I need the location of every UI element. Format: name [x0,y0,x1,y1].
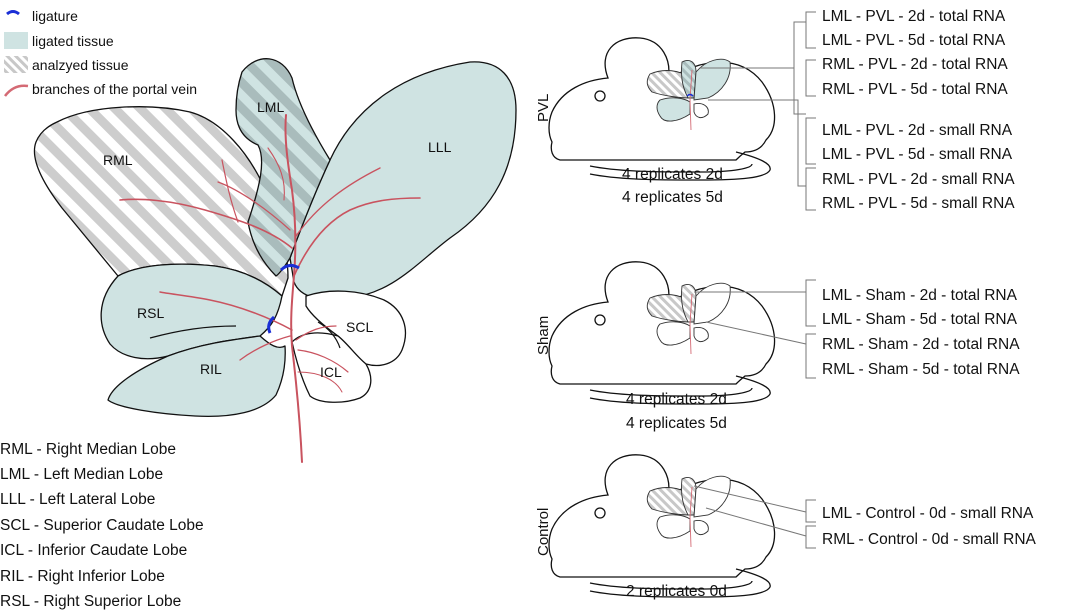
legend: ligature ligated tissue analzyed tissue … [4,8,197,97]
sample-item: RML - PVL - 5d - small RNA [822,195,1015,212]
abbreviation-item: SCL - Superior Caudate Lobe [0,517,204,534]
legend-label: branches of the portal vein [32,81,197,97]
group-label-pvl: PVL [535,94,552,122]
lobe-icl [291,332,372,403]
legend-label: ligature [32,8,78,24]
lobe-label-rsl: RSL [137,305,164,321]
control-samples: LML - Control - 0d - small RNA RML - Con… [822,505,1037,548]
ligature-mark [267,315,276,334]
abbreviation-item: ICL - Inferior Caudate Lobe [0,542,187,559]
legend-item-portal-vein: branches of the portal vein [4,81,197,97]
sample-item: LML - Sham - 2d - total RNA [822,287,1018,304]
sample-item: RML - PVL - 2d - total RNA [822,56,1008,73]
pvl-sample-tree [700,11,816,211]
sample-item: LML - PVL - 2d - total RNA [822,8,1006,25]
lobe-label-ril: RIL [200,361,222,377]
lobe-scl [305,290,406,367]
abbreviation-item: RIL - Right Inferior Lobe [0,568,165,585]
lobe-label-rml: RML [103,152,133,168]
ligature-mark [279,263,300,272]
control-sample-tree [693,485,816,549]
mouse-body [548,37,776,161]
legend-item-ligated-tissue: ligated tissue [4,32,114,49]
abbreviation-item: RSL - Right Superior Lobe [0,593,181,610]
mini-liver [646,58,731,131]
ligated-tissue-swatch [4,32,28,49]
lobe-label-icl: ICL [320,364,342,380]
liver-drawing [33,58,517,418]
group-label-control: Control [535,508,552,556]
group-label-sham: Sham [535,316,552,355]
portal-vein [119,114,421,463]
replicate-label: 4 replicates 5d [626,415,727,432]
ligature-icon [6,10,20,16]
abbreviation-list: RML - Right Median Lobe LML - Left Media… [0,441,204,610]
sample-item: RML - Sham - 2d - total RNA [822,336,1020,353]
sample-item: RML - PVL - 5d - total RNA [822,81,1008,98]
portal-vein-icon [4,84,29,97]
sample-item: RML - Sham - 5d - total RNA [822,361,1020,378]
mouse-eye [594,90,606,102]
lobe-label-lml: LML [257,99,284,115]
mouse-sham [548,261,776,405]
replicate-label: 2 replicates 0d [626,583,727,600]
lobe-label-scl: SCL [346,319,373,335]
sample-item: LML - Sham - 5d - total RNA [822,311,1018,328]
abbreviation-item: RML - Right Median Lobe [0,441,176,458]
abbreviation-item: LML - Left Median Lobe [0,466,163,483]
lobe-lml [235,58,331,277]
legend-label: analzyed tissue [32,57,129,73]
analyzed-tissue-swatch [4,56,28,73]
sample-item: LML - PVL - 5d - total RNA [822,32,1006,49]
lobe-label-lll: LLL [428,139,452,155]
lobe-ril [107,335,286,418]
sample-item: RML - Control - 0d - small RNA [822,531,1037,548]
sample-item: LML - Control - 0d - small RNA [822,505,1034,522]
legend-label: ligated tissue [32,33,114,49]
replicate-label: 4 replicates 5d [622,189,723,206]
sham-samples: LML - Sham - 2d - total RNA LML - Sham -… [822,287,1020,378]
pvl-samples: LML - PVL - 2d - total RNA LML - PVL - 5… [822,8,1015,212]
legend-item-ligature: ligature [6,8,78,24]
lobe-lll [289,61,517,301]
legend-item-analyzed-tissue: analzyed tissue [4,56,129,73]
replicate-label: 4 replicates 2d [626,391,727,408]
mouse-control [548,454,776,598]
abbreviation-item: LLL - Left Lateral Lobe [0,491,155,508]
sample-item: LML - PVL - 5d - small RNA [822,146,1013,163]
mouse-pvl [548,37,776,181]
sham-sample-tree [694,279,816,379]
sample-item: RML - PVL - 2d - small RNA [822,171,1015,188]
mouse-tail [589,151,771,181]
replicate-label: 4 replicates 2d [622,166,723,183]
sample-item: LML - PVL - 2d - small RNA [822,122,1013,139]
